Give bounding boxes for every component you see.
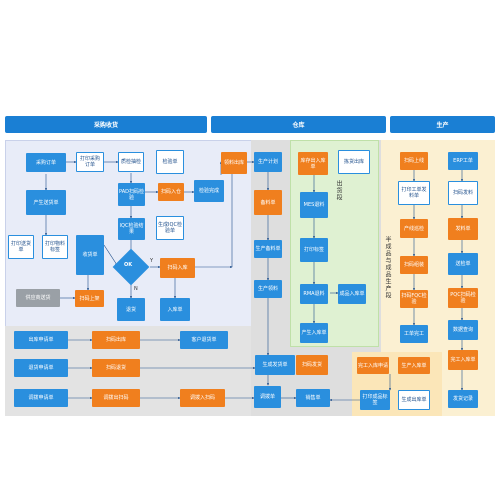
receive-order-box: 收货单	[76, 235, 104, 275]
fqc-box: 扫码FQC检验	[400, 290, 428, 308]
std-in-box: 生产入库单	[398, 357, 430, 374]
iqc-result-box: IQC检验结果	[118, 218, 145, 240]
outstock-box: 领料出库	[221, 152, 247, 174]
data-query-box: 数据查询	[448, 320, 478, 340]
ship-box: 发货记录	[448, 390, 478, 408]
pick-confirm-box: 拣货出库	[338, 150, 370, 174]
scan-send-box: 扫码发货	[296, 355, 328, 375]
out-req-box: 出库申请单	[14, 331, 68, 349]
pick-done-box: 生产领料	[254, 280, 282, 298]
green-zone-label: 出货段	[335, 180, 342, 201]
mat-ready-box: 库存出入库单	[298, 152, 328, 175]
production-zone-label: 半成品与成品生产段	[384, 236, 391, 299]
print-finish-box: 打印成品标签	[360, 390, 390, 410]
supplier-delivery-box: 供应商送货	[16, 289, 60, 307]
sales-order-box: 生成发货单	[255, 355, 295, 375]
rework-box: 工单完工	[400, 325, 428, 343]
receive-note-box: 产生送货单	[26, 190, 66, 215]
print-wo-box: 打印工单发料单	[398, 181, 430, 205]
warehouse-in-box: 入库单	[160, 298, 190, 321]
header-purchasing: 采购收货	[5, 116, 207, 133]
mes-issue-box: MES退料	[300, 192, 328, 218]
scan-inspect-box: 扫码入仓	[158, 183, 184, 201]
transfer-scan-box: 调拨出扫码	[92, 389, 140, 407]
scan-return-box: 扫码退货	[92, 359, 140, 377]
finish-in-box: 成品入库单	[338, 284, 366, 304]
purchase-order-box: 采购订单	[26, 153, 66, 172]
wo-confirm-box: 发料单	[448, 218, 478, 240]
transfer-in-box: 调拨入扫码	[180, 389, 225, 407]
return-goods-box: 退货	[117, 298, 145, 321]
finish-scan-box: 完工入库申请	[357, 357, 389, 374]
header-production: 生产	[390, 116, 495, 133]
erp-wo-box: ERP工单	[448, 152, 478, 170]
print-sheet-box: 打印送货单	[8, 235, 34, 259]
qc-sample-box: 质检抽检	[118, 152, 144, 172]
label-print-box: 打印标签	[300, 238, 328, 262]
prod-in-box: 完工入库单	[448, 350, 478, 370]
prod-plan-box: 生产计划	[254, 152, 282, 172]
gen-iqc-box: 生成IQC检验单	[156, 216, 184, 240]
pad-scan-box: PAD扫码检验	[118, 183, 145, 206]
inspect-done-box: 检验完成	[194, 180, 224, 202]
transfer-req-box: 调拨申请单	[14, 389, 68, 407]
issue-pick-box: 扫码发料	[448, 181, 478, 205]
transfer-order-box: 调拨单	[254, 386, 281, 408]
print-label-box: 打印物料标签	[42, 235, 68, 259]
yes-label: Y	[150, 258, 154, 264]
make-out-box: 客户退货单	[180, 331, 228, 349]
print-purchase-order-box: 打印采购订单	[76, 152, 104, 172]
return-req-box: 退货申请单	[14, 359, 68, 377]
no-label: N	[134, 286, 138, 292]
scan-out-box: 扫码出库	[92, 331, 140, 349]
gen-rma-box: 产生入库单	[300, 323, 328, 343]
rma-box: RMA退料	[300, 284, 328, 304]
scan-in-box: 扫码入库	[160, 258, 195, 278]
inspect-order-box: 检验单	[156, 150, 184, 174]
pqc-box: PQC扫码检验	[448, 288, 478, 308]
finish-print-box: 生成出库单	[398, 390, 430, 410]
header-warehouse: 仓库	[211, 116, 386, 133]
scan-assy-box: 扫码组装	[400, 256, 428, 274]
gen-pick-box: 生产备料单	[254, 240, 282, 258]
first-check-box: 产线巡检	[400, 219, 428, 238]
report-box: 送检单	[448, 253, 478, 275]
sales-record-box: 销售单	[296, 389, 330, 407]
ok-label: OK	[124, 262, 133, 268]
alloc-box: 备料单	[254, 190, 282, 215]
scan-line-box: 扫码上线	[400, 152, 428, 170]
scan-bin-box: 扫码上架	[75, 290, 104, 307]
